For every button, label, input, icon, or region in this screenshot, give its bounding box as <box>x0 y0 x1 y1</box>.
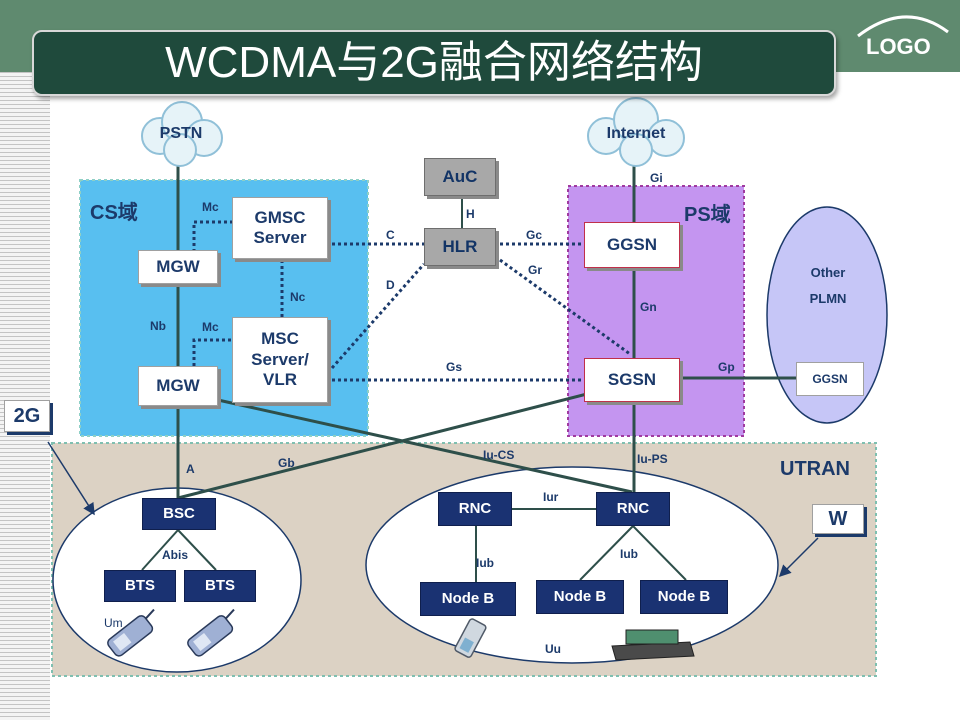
rnc-node-1: RNC <box>438 492 512 526</box>
interface-label-gp: Gp <box>718 360 735 374</box>
interface-label-abis: Abis <box>162 548 189 562</box>
nodeb-node-2: Node B <box>536 580 624 614</box>
interface-label-nb: Nb <box>150 319 166 333</box>
other-plmn-label-line1: Other <box>810 265 846 280</box>
auc-node: AuC <box>424 158 496 196</box>
interface-label-gs: Gs <box>446 360 463 374</box>
interface-label-iu-cs: Iu-CS <box>483 448 515 462</box>
other-plmn-label-line2: PLMN <box>809 291 847 306</box>
pstn-label: PSTN <box>159 125 203 142</box>
gmsc-server-node: GMSC Server <box>232 197 328 259</box>
interface-label-gc: Gc <box>526 228 543 242</box>
interface-label-gb: Gb <box>278 456 295 470</box>
interface-label-h: H <box>466 207 475 221</box>
bts-node-1: BTS <box>104 570 176 602</box>
logo: LOGO <box>866 34 931 59</box>
mobile-phone-icon <box>107 608 155 657</box>
bsc-node: BSC <box>142 498 216 530</box>
interface-label-nc: Nc <box>290 290 306 304</box>
cs-domain-label: CS域 <box>90 202 138 224</box>
internet-cloud-icon <box>587 97 685 167</box>
3g-access-ellipse <box>365 466 779 664</box>
interface-label-c: C <box>386 228 395 242</box>
interface-label-gn: Gn <box>640 300 657 314</box>
w-arrow-icon <box>778 537 819 578</box>
2g-tag: 2G <box>4 400 50 432</box>
interface-label-iub-1: Iub <box>476 556 494 570</box>
interface-label-mc-2: Mc <box>202 320 219 334</box>
ggsn-other-plmn-node: GGSN <box>796 362 864 396</box>
mgw-node-top: MGW <box>138 250 218 284</box>
rnc-node-2: RNC <box>596 492 670 526</box>
interface-label-d: D <box>386 278 395 292</box>
nodeb-node-3: Node B <box>640 580 728 614</box>
mgw-node-bottom: MGW <box>138 366 218 406</box>
page-title: WCDMA与2G融合网络结构 <box>32 30 836 96</box>
handheld-device-icon <box>611 629 695 661</box>
2g-arrow-icon <box>47 441 95 516</box>
interface-label-iu-ps: Iu-PS <box>637 452 668 466</box>
mobile-phone-icon <box>187 608 235 657</box>
interface-label-a: A <box>186 462 195 476</box>
ggsn-node: GGSN <box>584 222 680 268</box>
sgsn-node: SGSN <box>584 358 680 402</box>
left-stripe-decoration <box>0 72 50 720</box>
interface-label-mc-1: Mc <box>202 200 219 214</box>
interface-label-iub-2: Iub <box>620 547 638 561</box>
ps-domain-label: PS域 <box>684 204 731 226</box>
interface-label-um: Um <box>104 616 123 630</box>
pstn-cloud-icon <box>141 101 223 167</box>
interface-label-gi: Gi <box>650 171 663 185</box>
interface-label-uu: Uu <box>545 642 561 656</box>
w-tag: W <box>812 504 864 534</box>
interface-label-iur: Iur <box>543 490 559 504</box>
utran-label: UTRAN <box>780 458 850 480</box>
internet-label: Internet <box>606 125 666 142</box>
bts-node-2: BTS <box>184 570 256 602</box>
msc-server-vlr-node: MSC Server/ VLR <box>232 317 328 403</box>
interface-label-gr: Gr <box>528 263 543 277</box>
mobile-phone-icon <box>454 618 487 658</box>
logo-arc <box>857 15 949 38</box>
nodeb-node-1: Node B <box>420 582 516 616</box>
hlr-node: HLR <box>424 228 496 266</box>
